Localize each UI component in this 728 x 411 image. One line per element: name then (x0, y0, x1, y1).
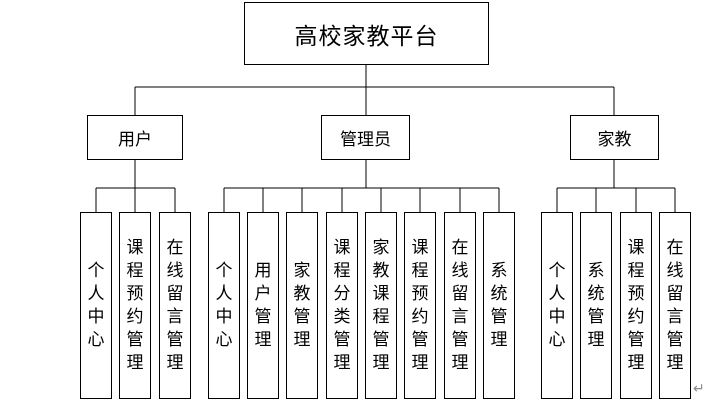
leaf-node: 课程分类管理 (326, 212, 358, 399)
leaf-node: 在线留言管理 (159, 212, 191, 399)
leaf-node: 家教课程管理 (365, 212, 397, 399)
leaf-node: 系统管理 (483, 212, 515, 399)
leaf-node: 在线留言管理 (659, 212, 691, 399)
leaf-node: 课程预约管理 (404, 212, 436, 399)
leaf-node: 课程预约管理 (620, 212, 652, 399)
group-node-admin: 管理员 (321, 115, 410, 160)
root-node: 高校家教平台 (244, 2, 489, 65)
leaf-node: 个人中心 (541, 212, 573, 399)
leaf-node: 个人中心 (208, 212, 240, 399)
paragraph-mark: ↵ (693, 381, 705, 397)
leaf-node: 系统管理 (580, 212, 612, 399)
leaf-node: 在线留言管理 (444, 212, 476, 399)
group-node-user: 用户 (87, 115, 183, 160)
group-node-tutor: 家教 (570, 115, 659, 160)
leaf-node: 课程预约管理 (119, 212, 151, 399)
leaf-node: 个人中心 (80, 212, 112, 399)
leaf-node: 用户管理 (247, 212, 279, 399)
leaf-node: 家教管理 (286, 212, 318, 399)
